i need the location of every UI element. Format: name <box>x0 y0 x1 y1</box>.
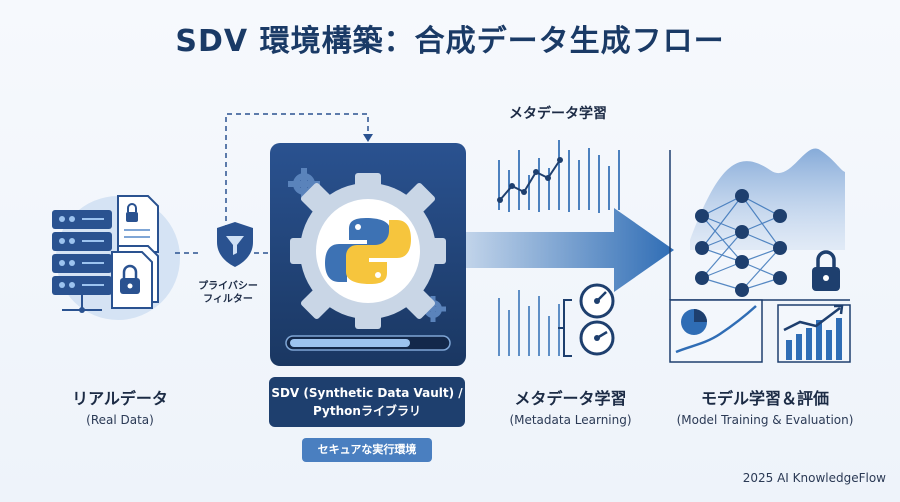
pie-chart-icon <box>669 299 763 363</box>
page-title: SDV 環境構築：合成データ生成フロー <box>175 24 725 59</box>
training-label: モデル学習＆評価 (Model Training & Evaluation) <box>660 385 870 427</box>
flow-arrow <box>466 208 674 292</box>
sdv-library-box: SDV (Synthetic Data Vault) / Pythonライブラリ <box>269 377 465 427</box>
neural-network-icon <box>695 189 787 297</box>
python-logo-icon <box>325 218 411 284</box>
real-data-en: (Real Data) <box>86 413 154 427</box>
dashed-connectors <box>175 113 369 254</box>
footer-copyright: 2025 AI KnowledgeFlow <box>742 471 886 485</box>
training-jp: モデル学習＆評価 <box>700 389 829 408</box>
secure-env-badge: セキュアな実行環境 <box>302 438 432 462</box>
metadata-top-label: メタデータ学習 <box>509 106 607 122</box>
gauge-icon <box>579 283 615 319</box>
privacy-filter-line1: プライバシー <box>198 281 258 292</box>
bar-chart-icon <box>777 304 851 363</box>
padlock-icon <box>812 250 840 291</box>
server-icon <box>52 210 112 313</box>
filter-shield-icon <box>217 222 253 267</box>
metadata-en: (Metadata Learning) <box>509 413 632 427</box>
metadata-label: メタデータ学習 (Metadata Learning) <box>488 385 653 427</box>
training-en: (Model Training & Evaluation) <box>676 413 854 427</box>
privacy-filter-label: プライバシー フィルター <box>180 280 276 306</box>
document-lock-icon <box>111 195 159 309</box>
gauge-icon <box>579 320 615 356</box>
sdv-panel <box>270 143 466 366</box>
real-data-jp: リアルデータ <box>72 389 168 408</box>
progress-fill <box>290 339 410 347</box>
arrowhead <box>363 134 373 142</box>
sdv-line1: SDV (Synthetic Data Vault) / <box>271 386 463 400</box>
real-data-group <box>52 195 180 320</box>
sdv-line2: Pythonライブラリ <box>313 404 421 418</box>
privacy-filter-line2: フィルター <box>203 294 253 305</box>
metadata-visual <box>497 140 620 357</box>
real-data-label: リアルデータ (Real Data) <box>40 385 200 427</box>
metadata-jp: メタデータ学習 <box>514 389 627 408</box>
